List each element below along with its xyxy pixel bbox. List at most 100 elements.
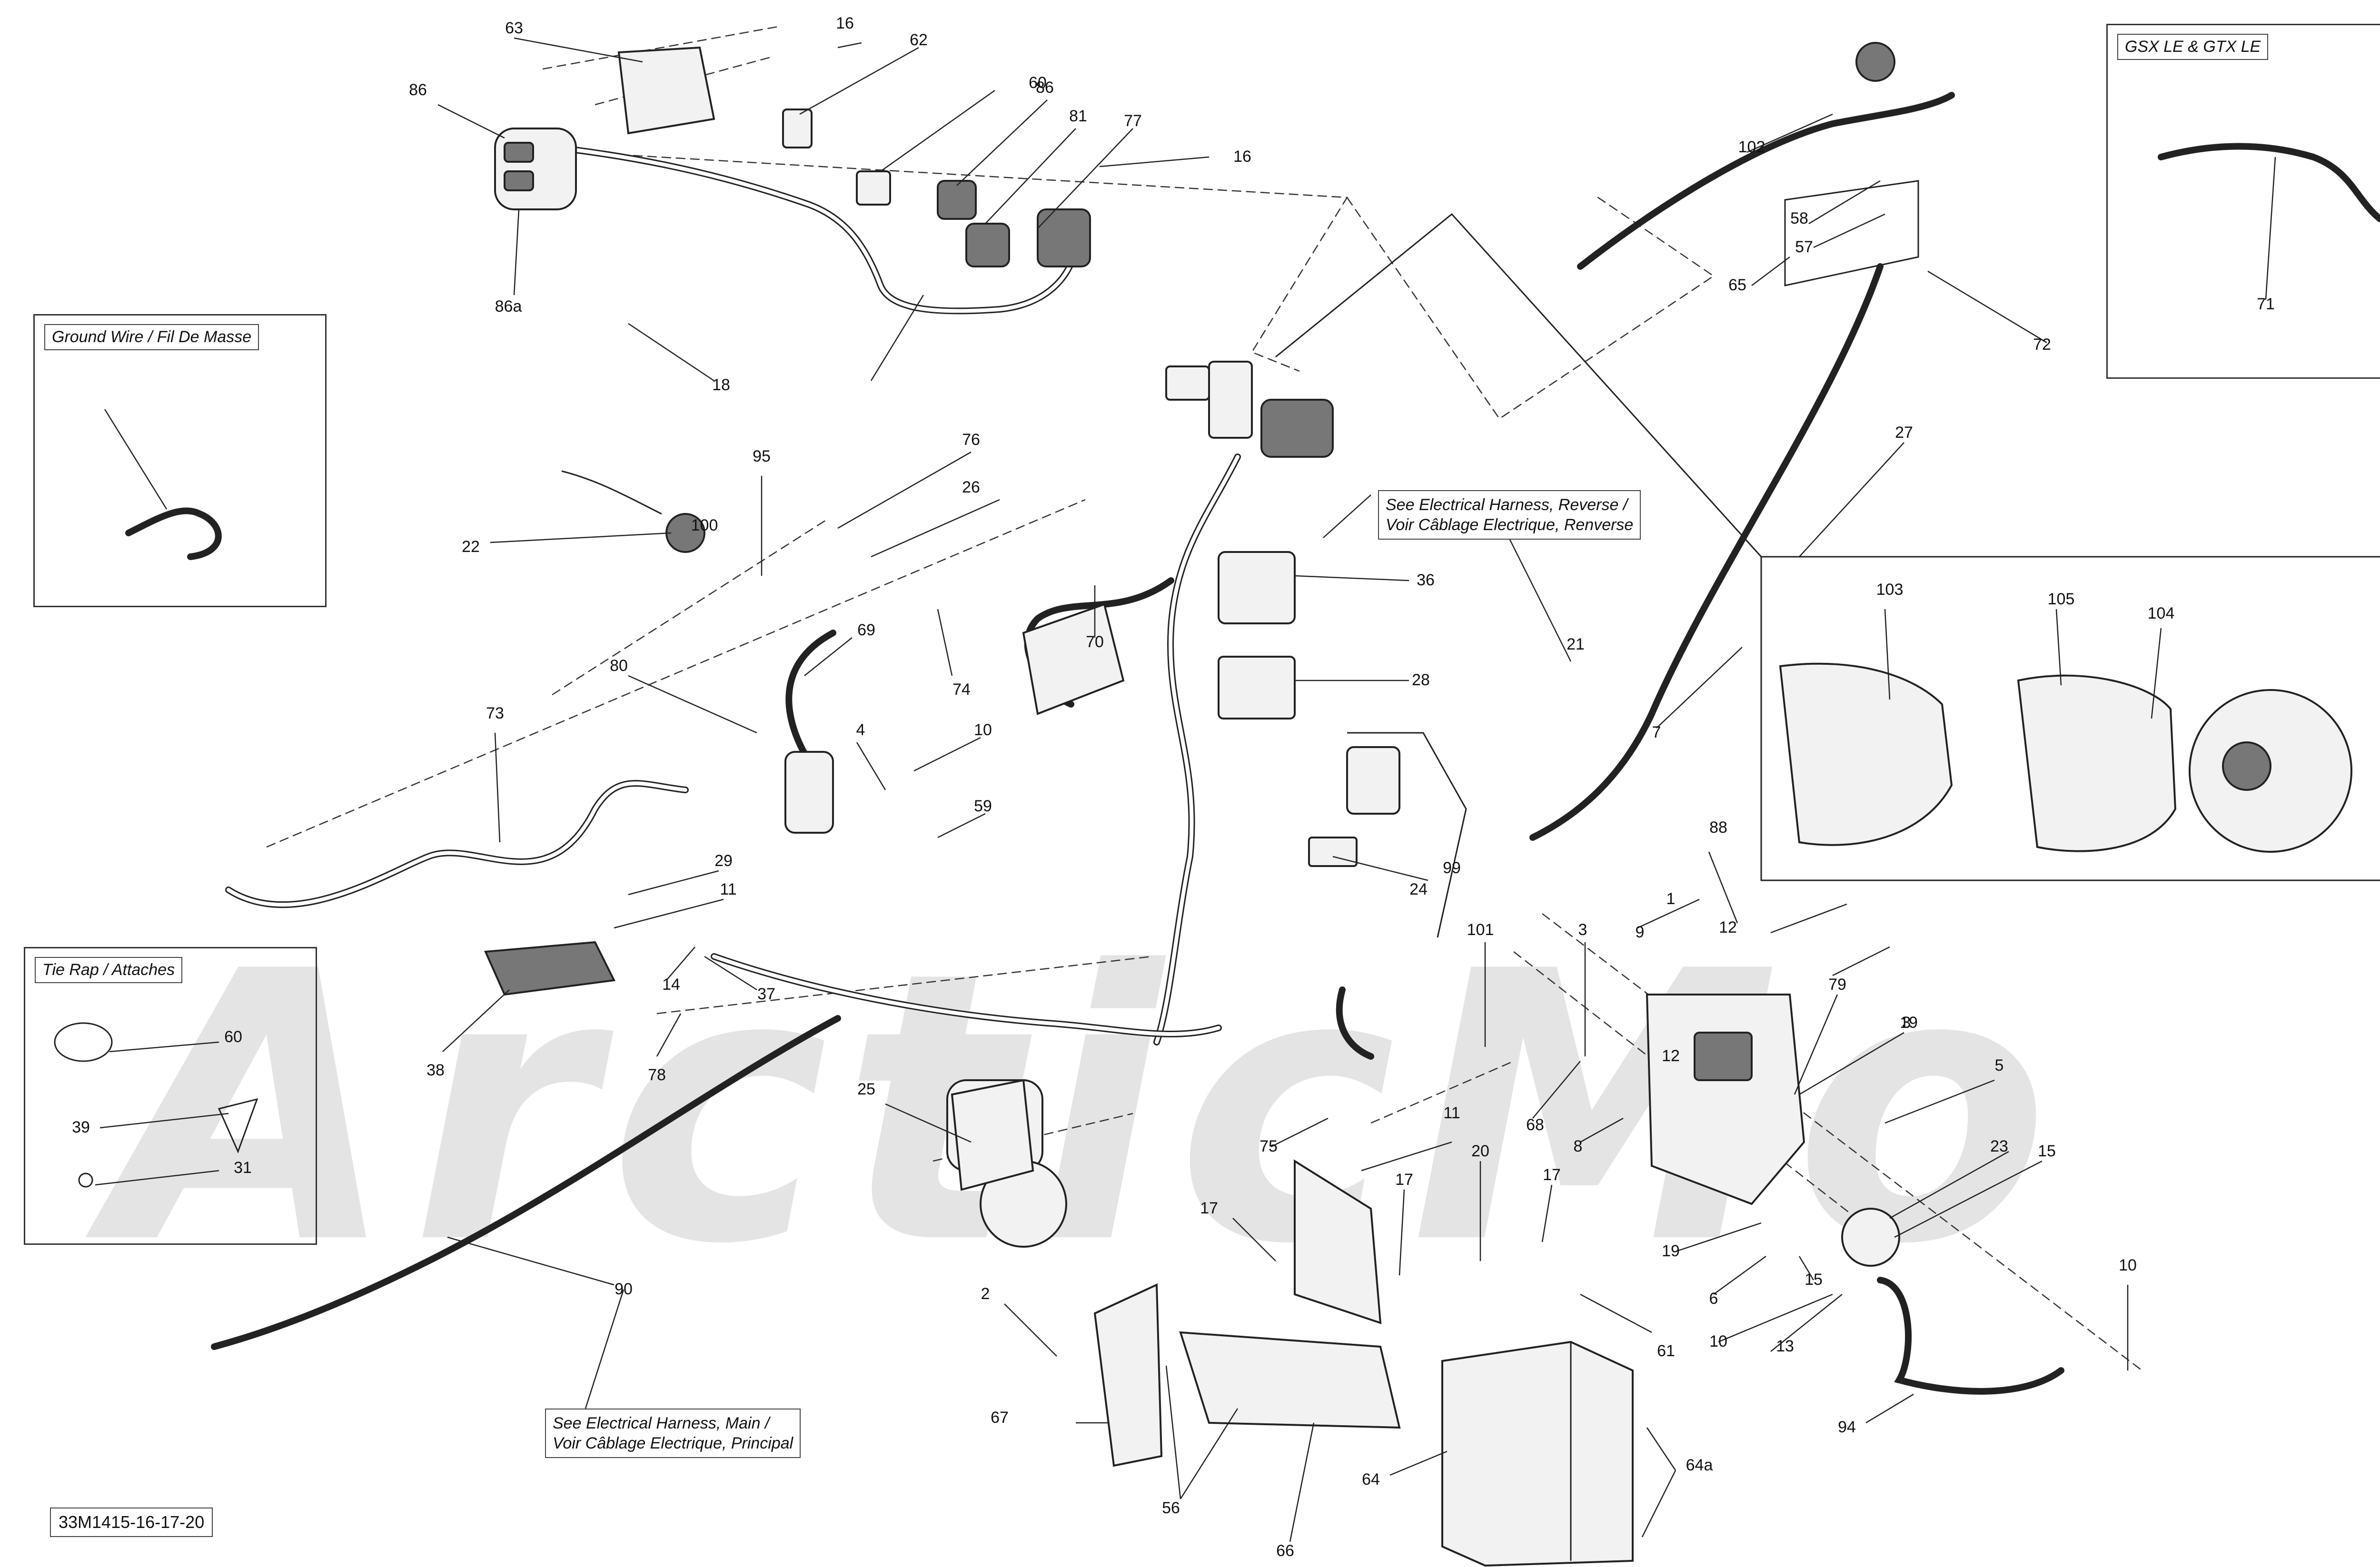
callout-61: 61 [1657, 1342, 1675, 1360]
note-harness-reverse: See Electrical Harness, Reverse / Voir C… [1378, 490, 1641, 540]
main-harness [211, 92, 1955, 1350]
callout-60: 60 [1029, 74, 1047, 92]
inset-gsx-gtx-title: GSX LE & GTX LE [2117, 34, 2269, 60]
callout-104: 104 [2148, 604, 2175, 622]
inset-ground-wire-title: Ground Wire / Fil De Masse [44, 324, 259, 350]
callout-12: 12 [1719, 918, 1737, 936]
callout-73: 73 [486, 704, 504, 722]
callout-22: 22 [462, 538, 480, 556]
callout-78: 78 [648, 1066, 666, 1084]
callout-21: 21 [1567, 635, 1585, 653]
inset-gsx-gtx: GSX LE & GTX LE [2106, 24, 2380, 379]
callout-88: 88 [1709, 818, 1727, 837]
callout-63: 63 [505, 19, 523, 37]
callout-86: 86 [409, 81, 427, 99]
callout-65: 65 [1728, 276, 1746, 294]
callout-79: 79 [1828, 976, 1846, 994]
harness-reverse-pointer [1275, 213, 1762, 558]
callout-18: 18 [712, 376, 730, 394]
callout-27: 27 [1895, 424, 1913, 442]
callout-2: 2 [981, 1285, 990, 1303]
callout-105: 105 [2048, 590, 2075, 608]
callout-58: 58 [1790, 209, 1808, 227]
callout-16: 16 [836, 14, 854, 32]
callout-59: 59 [974, 797, 992, 815]
diagram-code: 33M1415-16-17-20 [50, 1508, 213, 1537]
callout-86: 86 [1036, 79, 1054, 97]
callout-60: 60 [224, 1028, 242, 1046]
callout-26: 26 [962, 478, 980, 496]
callout-11: 11 [720, 880, 736, 898]
callout-80: 80 [610, 657, 628, 675]
callout-37: 37 [757, 985, 775, 1003]
callout-81: 81 [1069, 107, 1087, 125]
callout-99: 99 [1443, 859, 1461, 877]
callout-77: 77 [1124, 112, 1142, 130]
callout-75: 75 [1259, 1137, 1278, 1155]
callout-24: 24 [1409, 880, 1428, 898]
callout-14: 14 [662, 976, 680, 994]
callout-19: 19 [1662, 1242, 1680, 1260]
callout-23: 23 [1990, 1137, 2008, 1155]
callout-13: 13 [1776, 1337, 1794, 1355]
callout-20: 20 [1471, 1142, 1489, 1160]
note-harness-main-line1: See Electrical Harness, Main / [553, 1414, 770, 1432]
callout-11: 11 [1443, 1104, 1460, 1122]
callout-86a: 86a [495, 297, 522, 315]
callout-12: 12 [1662, 1047, 1680, 1065]
callout-9: 9 [1636, 923, 1645, 941]
callout-4: 4 [856, 721, 865, 739]
note-harness-reverse-line2: Voir Câblage Electrique, Renverse [1386, 516, 1634, 534]
callout-17: 17 [1543, 1166, 1561, 1184]
callout-15: 15 [2038, 1142, 2056, 1160]
callout-94: 94 [1838, 1418, 1856, 1436]
callout-38: 38 [426, 1061, 445, 1079]
callout-56: 56 [1162, 1499, 1180, 1517]
components [54, 42, 2380, 1567]
callout-10: 10 [974, 721, 992, 739]
callout-64a: 64a [1686, 1456, 1713, 1474]
note-harness-main-line2: Voir Câblage Electrique, Principal [553, 1434, 793, 1452]
callout-29: 29 [714, 852, 733, 870]
callout-62: 62 [910, 31, 928, 49]
callout-17: 17 [1395, 1171, 1413, 1189]
callout-74: 74 [952, 680, 971, 699]
callout-7: 7 [1652, 723, 1661, 741]
note-harness-reverse-line1: See Electrical Harness, Reverse / [1386, 496, 1628, 514]
callout-1: 1 [1666, 890, 1676, 908]
callout-67: 67 [991, 1409, 1009, 1427]
inset-tie-rap-title: Tie Rap / Attaches [35, 957, 183, 983]
callout-100: 100 [691, 516, 718, 534]
inset-tie-rap: Tie Rap / Attaches [24, 947, 317, 1245]
callout-31: 31 [234, 1159, 252, 1177]
callout-102: 102 [1738, 138, 1765, 156]
callout-36: 36 [1417, 571, 1435, 589]
callout-72: 72 [2033, 335, 2051, 354]
callout-69: 69 [857, 621, 875, 639]
relay-bracket-region [1347, 732, 1467, 938]
inset-ground-wire: Ground Wire / Fil De Masse [33, 314, 327, 607]
callout-3: 3 [1578, 921, 1587, 939]
callout-70: 70 [1086, 633, 1104, 651]
callout-6: 6 [1709, 1290, 1718, 1308]
callout-64: 64 [1362, 1470, 1380, 1488]
callout-5: 5 [1995, 1056, 2004, 1074]
callout-3: 3 [1902, 1014, 1911, 1032]
callout-25: 25 [857, 1080, 875, 1098]
callout-16: 16 [1233, 148, 1251, 166]
callout-19: 19 [1900, 1014, 1918, 1032]
callout-28: 28 [1412, 671, 1430, 689]
callout-90: 90 [615, 1280, 633, 1298]
callout-57: 57 [1795, 238, 1813, 256]
callout-103: 103 [1876, 581, 1904, 599]
callout-10: 10 [2119, 1256, 2137, 1274]
note-harness-main: See Electrical Harness, Main / Voir Câbl… [545, 1409, 801, 1458]
callout-101: 101 [1467, 921, 1494, 939]
callout-95: 95 [753, 447, 771, 465]
callout-15: 15 [1805, 1271, 1823, 1289]
instrument-cluster-region [1760, 556, 2380, 881]
leader-lines [95, 37, 2276, 1542]
callout-39: 39 [72, 1118, 90, 1136]
